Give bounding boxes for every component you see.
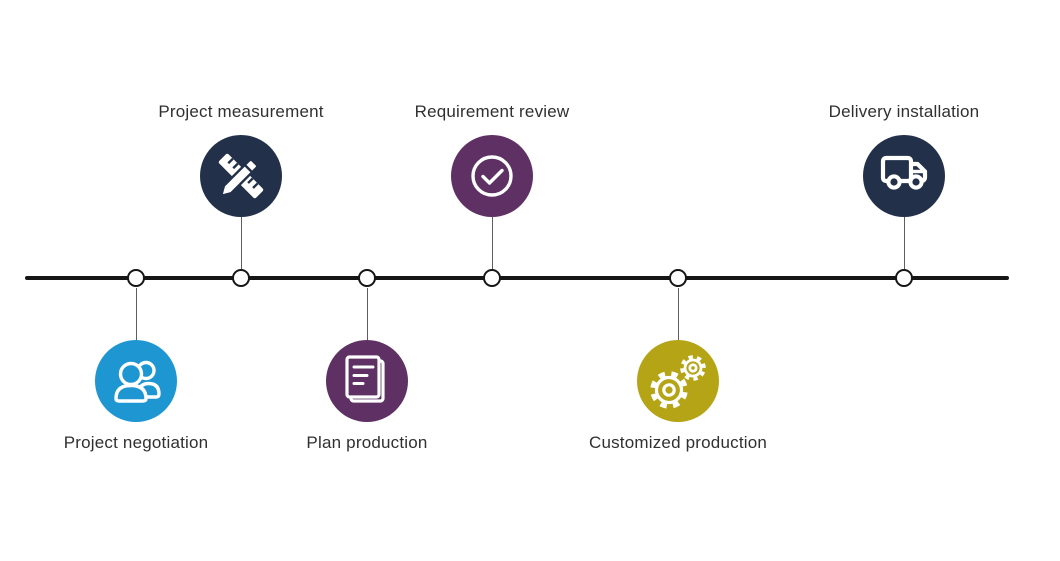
gears-icon <box>637 340 719 422</box>
document-icon <box>326 340 408 422</box>
badge-circle <box>863 135 945 217</box>
milestone-label: Plan production <box>306 433 428 452</box>
timeline-node <box>232 269 250 287</box>
milestone-label: Customized production <box>588 433 768 452</box>
connector-line <box>677 288 679 341</box>
connector-line <box>135 288 137 341</box>
connector-line <box>903 217 905 270</box>
timeline-node <box>483 269 501 287</box>
milestone-label: Delivery installation <box>828 102 980 121</box>
truck-icon <box>863 135 945 217</box>
connector-line <box>366 288 368 341</box>
timeline-line <box>25 276 1009 280</box>
timeline-node <box>895 269 913 287</box>
connector-line <box>491 217 493 270</box>
check-circle-icon <box>451 135 533 217</box>
ruler-pencil-icon <box>200 135 282 217</box>
milestone-label: Project negotiation <box>63 433 209 452</box>
connector-line <box>240 217 242 270</box>
timeline-node <box>669 269 687 287</box>
milestone-label: Project measurement <box>158 102 324 121</box>
timeline-node <box>127 269 145 287</box>
milestone-label: Requirement review <box>414 102 570 121</box>
badge-circle <box>451 135 533 217</box>
users-icon <box>95 340 177 422</box>
timeline-node <box>358 269 376 287</box>
